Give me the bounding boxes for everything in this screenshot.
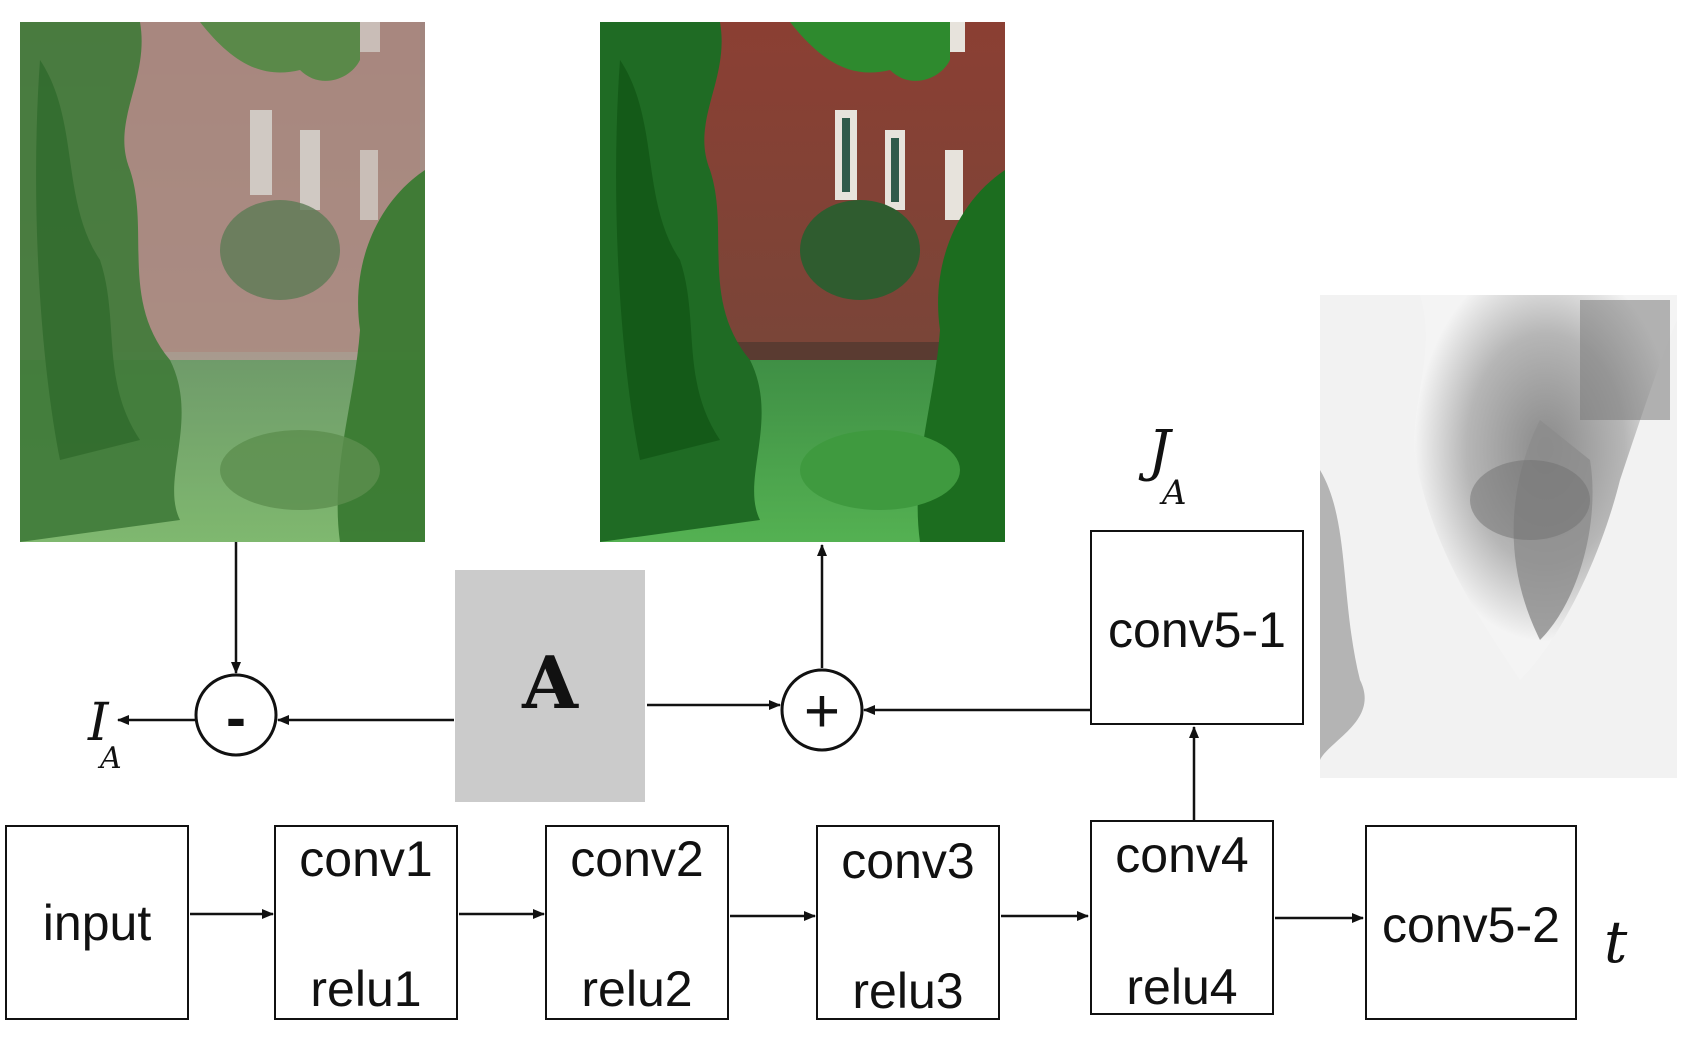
block-conv2-label: conv2 xyxy=(570,831,703,887)
atmospheric-light-A: A xyxy=(455,570,645,802)
block-relu3-label: relu3 xyxy=(852,963,963,1019)
block-conv1-label: conv1 xyxy=(299,831,432,887)
block-conv1: conv1 relu1 xyxy=(275,826,457,1019)
block-conv5-1-label: conv5-1 xyxy=(1108,602,1286,658)
label-t: t xyxy=(1604,908,1628,976)
J-A-sub: A xyxy=(1159,473,1187,513)
transmission-map-image xyxy=(1320,295,1677,778)
label-I-A: I A xyxy=(87,693,122,776)
block-relu4-label: relu4 xyxy=(1126,959,1237,1015)
subtract-symbol: - xyxy=(226,684,246,751)
add-operator: + xyxy=(782,670,862,750)
block-conv3: conv3 relu3 xyxy=(817,826,999,1019)
block-relu2-label: relu2 xyxy=(581,961,692,1017)
add-symbol: + xyxy=(804,677,840,746)
hazy-input-image xyxy=(20,22,425,542)
subtract-operator: - xyxy=(196,675,276,755)
block-conv3-label: conv3 xyxy=(841,833,974,889)
block-input-label: input xyxy=(43,895,152,951)
block-relu1-label: relu1 xyxy=(310,961,421,1017)
atmospheric-light-label: A xyxy=(521,640,579,725)
block-input: input xyxy=(6,826,188,1019)
dehazed-output-image xyxy=(600,22,1005,542)
block-conv5-2: conv5-2 xyxy=(1366,826,1576,1019)
block-conv4: conv4 relu4 xyxy=(1091,821,1273,1015)
block-conv2: conv2 relu2 xyxy=(546,826,728,1019)
block-conv5-2-label: conv5-2 xyxy=(1382,897,1560,953)
block-conv5-1: conv5-1 xyxy=(1091,531,1303,724)
block-conv4-label: conv4 xyxy=(1115,827,1248,883)
I-A-sub: A xyxy=(97,741,122,776)
label-J-A: J A xyxy=(1138,419,1187,513)
